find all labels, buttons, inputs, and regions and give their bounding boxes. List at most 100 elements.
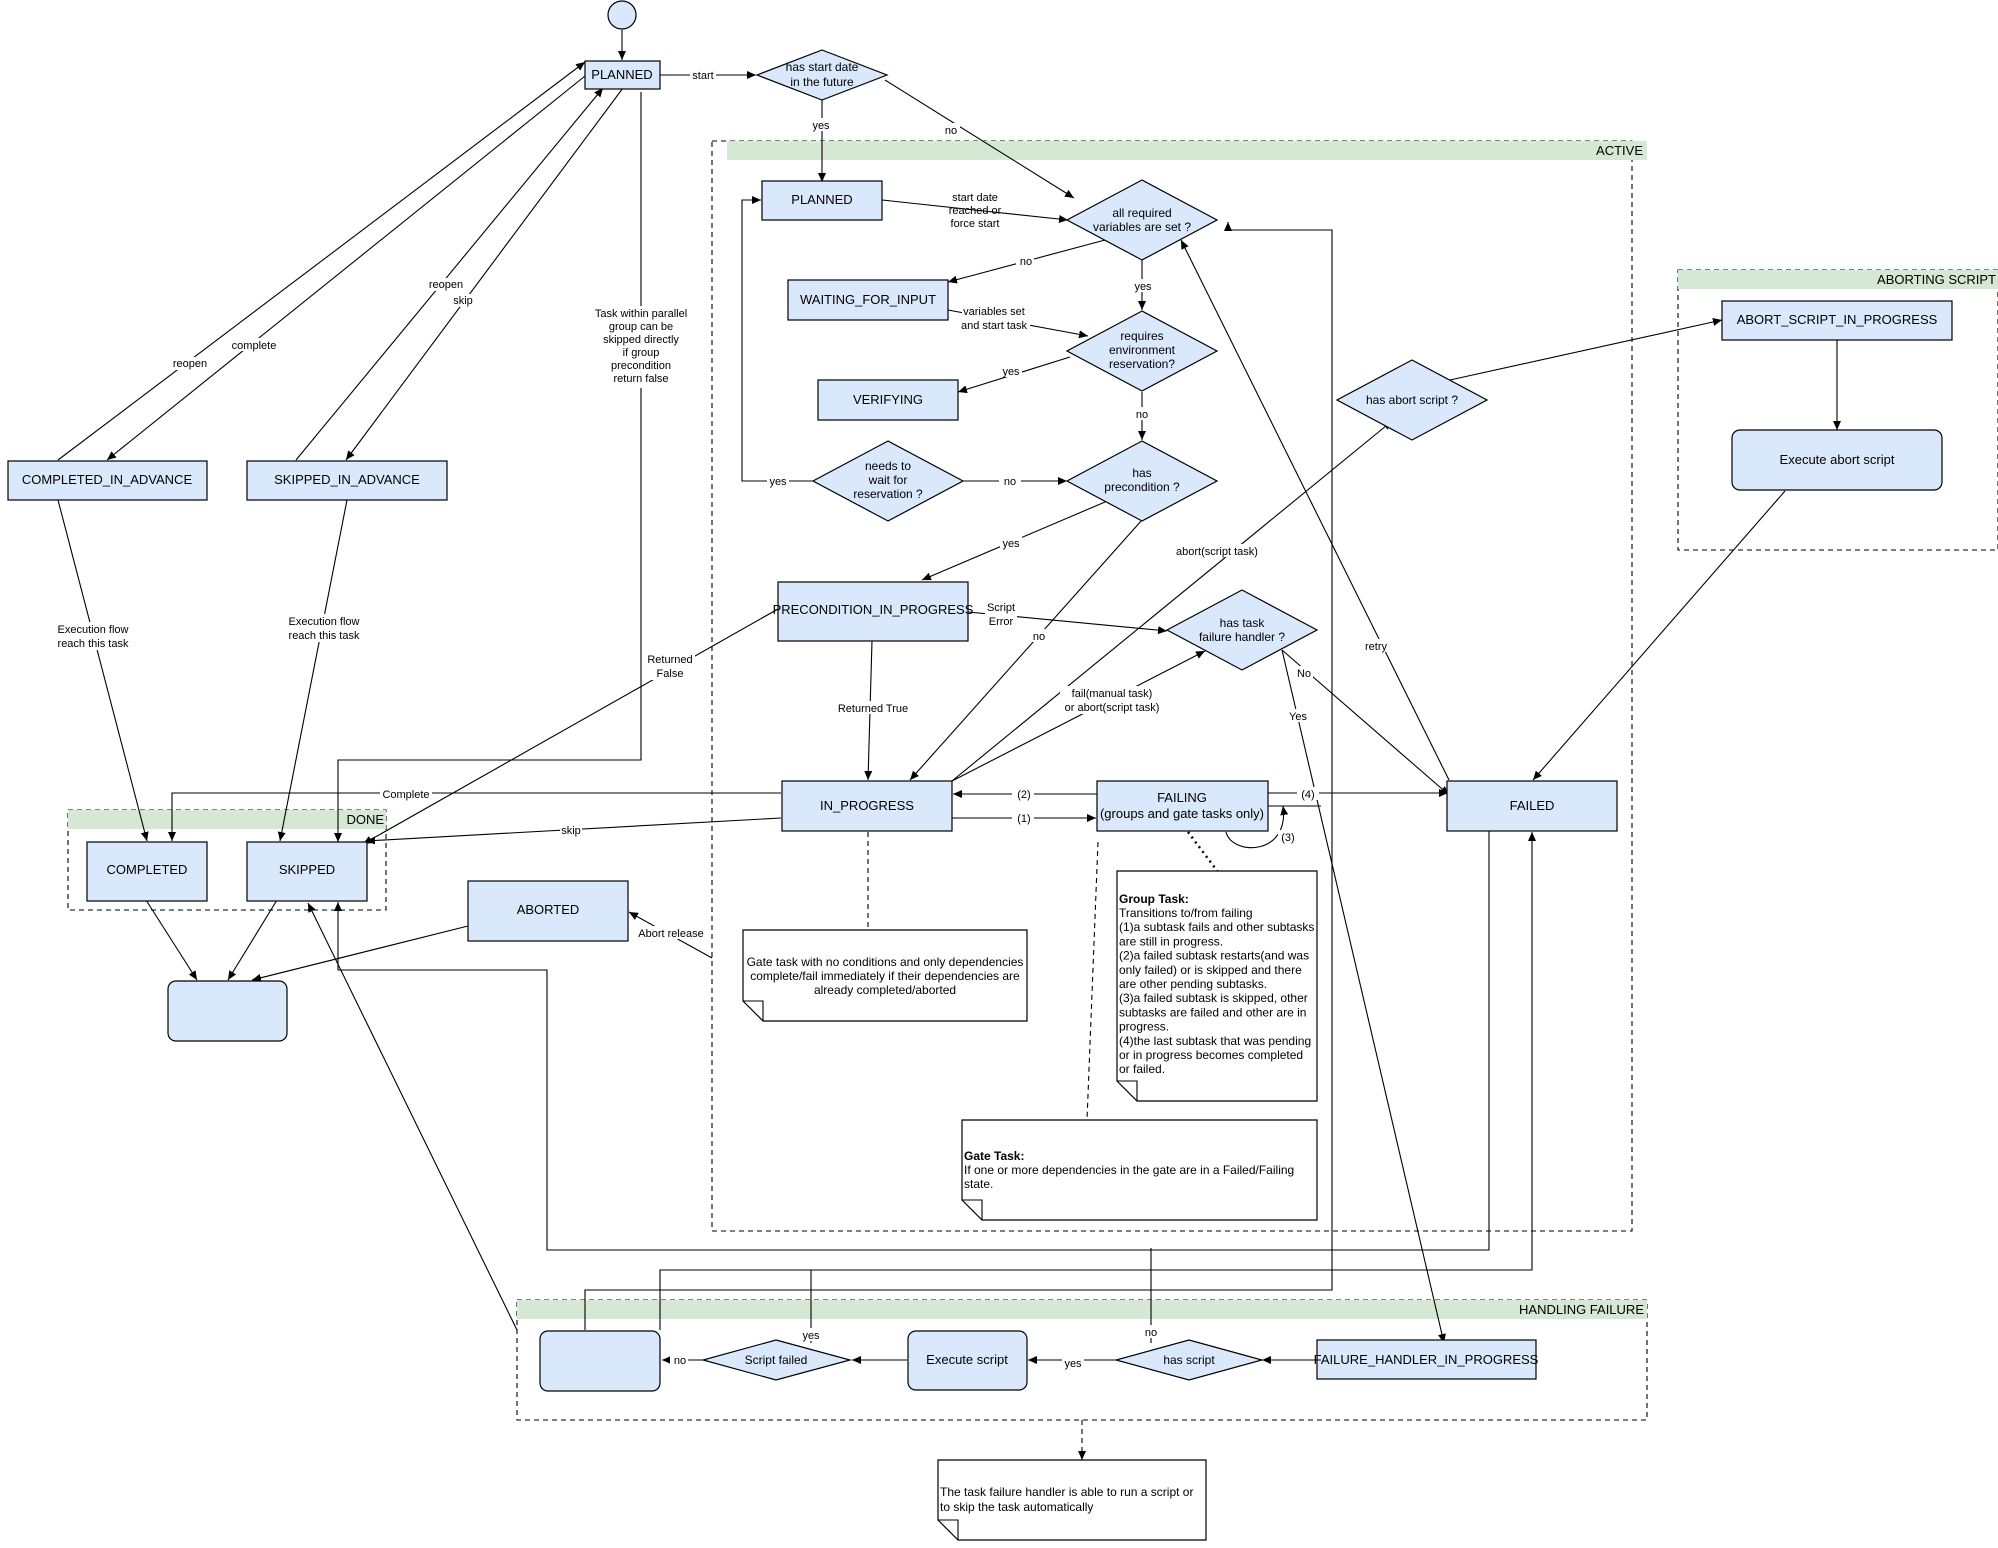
edge-completed-final	[145, 899, 198, 981]
state-failing: FAILING (groups and gate tasks only)	[1096, 780, 1269, 832]
svg-text:Execute script: Execute script	[926, 1352, 1008, 1367]
edge-parallel-skip	[334, 92, 642, 842]
svg-text:PRECONDITION_IN_PROGRESS: PRECONDITION_IN_PROGRESS	[773, 602, 974, 617]
group-task-line: are other pending subtasks.	[1119, 977, 1267, 991]
label-f4: (4)	[1301, 789, 1314, 801]
label-parallel-6: return false	[613, 373, 668, 385]
svg-text:precondition ?: precondition ?	[1104, 480, 1180, 494]
state-skipped: SKIPPED	[246, 841, 368, 902]
label-start-date-1: start date	[952, 192, 998, 204]
label-no-start: no	[945, 125, 957, 137]
edge-reopen-right	[295, 87, 604, 461]
decision-requires-env: requires environment reservation?	[1065, 310, 1219, 392]
edge-exec-flow-1	[57, 499, 149, 842]
svg-text:has start date: has start date	[786, 60, 859, 74]
svg-text:FAILED: FAILED	[1510, 798, 1555, 813]
aborting-script-container: ABORTING SCRIPT	[1677, 269, 1998, 551]
svg-text:Execute abort script: Execute abort script	[1780, 452, 1895, 467]
svg-text:Group Task:: Group Task:	[1119, 892, 1189, 906]
svg-text:VERIFYING: VERIFYING	[853, 392, 923, 407]
group-task-line: or in progress becomes completed	[1119, 1048, 1303, 1062]
label-fail-manual-2: or abort(script task)	[1065, 702, 1160, 714]
label-precond-no: no	[1033, 631, 1045, 643]
label-no-failed: no	[674, 1355, 686, 1367]
svg-text:already completed/aborted: already completed/aborted	[814, 983, 956, 997]
svg-text:COMPLETED: COMPLETED	[107, 862, 188, 877]
handling-failure-container: HANDLING FAILURE	[516, 1299, 1648, 1421]
label-f3: (3)	[1281, 832, 1294, 844]
done-container-label: DONE	[346, 812, 384, 827]
svg-text:all required: all required	[1112, 206, 1171, 220]
decision-needs-to-wait: needs to wait for reservation ?	[811, 440, 965, 522]
note-gate-no-conditions: Gate task with no conditions and only de…	[742, 929, 1028, 1022]
label-returned-true: Returned True	[838, 703, 908, 715]
svg-text:IN_PROGRESS: IN_PROGRESS	[820, 798, 914, 813]
svg-text:SKIPPED: SKIPPED	[279, 862, 335, 877]
svg-text:Transitions to/from failing(1): Transitions to/from failing(1)a subtask …	[1119, 906, 1314, 1076]
label-skip: skip	[561, 825, 581, 837]
label-parallel-5: precondition	[611, 360, 671, 372]
state-completed-in-advance: COMPLETED_IN_ADVANCE	[7, 460, 208, 501]
svg-text:FAILING: FAILING	[1157, 790, 1207, 805]
decision-has-abort-script: has abort script ?	[1335, 359, 1489, 441]
svg-text:The task failure handler is ab: The task failure handler is able to run …	[940, 1485, 1193, 1499]
label-exec-flow-2a: Execution flow	[289, 616, 360, 628]
label-handler-no: No	[1297, 668, 1311, 680]
svg-text:has script: has script	[1163, 1353, 1215, 1367]
edge-skipped-final	[227, 899, 278, 981]
edge-exec-flow-2	[277, 499, 348, 842]
state-failure-handler-end	[539, 1330, 661, 1392]
label-precond-yes: yes	[1002, 538, 1020, 550]
decision-has-failure-handler: has task failure handler ?	[1165, 589, 1319, 671]
label-f2: (2)	[1017, 789, 1030, 801]
edge-yes-failed	[660, 832, 1536, 1271]
edge-precond-no	[909, 519, 1143, 781]
note-group-task: Group Task: Transitions to/from failing(…	[1116, 870, 1318, 1102]
label-parallel-2: group can be	[609, 321, 673, 333]
initial-state	[607, 0, 637, 30]
svg-text:environment: environment	[1109, 343, 1176, 357]
label-f1: (1)	[1017, 813, 1030, 825]
edge-fail-manual	[951, 650, 1206, 782]
svg-text:reservation ?: reservation ?	[853, 487, 923, 501]
svg-text:complete/fail immediately if t: complete/fail immediately if their depen…	[750, 969, 1020, 983]
svg-text:reservation?: reservation?	[1109, 357, 1175, 371]
final-state	[167, 980, 288, 1042]
svg-text:failure handler ?: failure handler ?	[1199, 630, 1285, 644]
svg-text:ABORTED: ABORTED	[517, 902, 580, 917]
label-variables-set-1: variables set	[963, 306, 1025, 318]
group-task-line: (2)a failed subtask restarts(and was	[1119, 949, 1309, 963]
state-verifying: VERIFYING	[817, 379, 959, 421]
state-waiting-for-input: WAITING_FOR_INPUT	[787, 279, 949, 321]
link-group-task-note	[1187, 831, 1219, 873]
edge-retry	[1180, 239, 1450, 781]
edge-wait-yes	[741, 196, 813, 482]
svg-text:(groups and gate tasks only): (groups and gate tasks only)	[1100, 806, 1264, 821]
state-execute-script: Execute script	[907, 1330, 1028, 1391]
group-task-line: (3)a failed subtask is skipped, other	[1119, 991, 1308, 1005]
state-execute-abort-script: Execute abort script	[1731, 429, 1943, 491]
svg-text:Gate task with no conditions a: Gate task with no conditions and only de…	[747, 955, 1024, 969]
state-skipped-in-advance: SKIPPED_IN_ADVANCE	[246, 460, 448, 501]
edge-f3	[1225, 805, 1289, 849]
edge-handler-yes	[1281, 649, 1446, 1344]
label-start: start	[692, 70, 713, 82]
label-parallel-1: Task within parallel	[595, 308, 687, 320]
edge-complete	[168, 792, 781, 841]
svg-text:in the future: in the future	[790, 75, 854, 89]
label-fail-manual-1: fail(manual task)	[1072, 688, 1153, 700]
group-task-line: (1)a subtask fails and other subtasks	[1119, 920, 1314, 934]
edge-handler-skip	[307, 902, 518, 1331]
label-abort-release: Abort release	[638, 928, 703, 940]
label-yes-failed: yes	[802, 1330, 820, 1342]
state-completed: COMPLETED	[86, 841, 208, 902]
label-exec-flow-1b: reach this task	[58, 638, 129, 650]
edge-skip-right	[345, 87, 624, 461]
svg-text:wait for: wait for	[868, 473, 908, 487]
edge-handler-retry	[584, 222, 1333, 1330]
group-task-line: (4)the last subtask that was pending	[1119, 1034, 1311, 1048]
link-gate-task-note	[1086, 841, 1099, 1121]
label-variables-set-2: and start task	[961, 320, 1028, 332]
label-parallel-3: skipped directly	[603, 334, 679, 346]
